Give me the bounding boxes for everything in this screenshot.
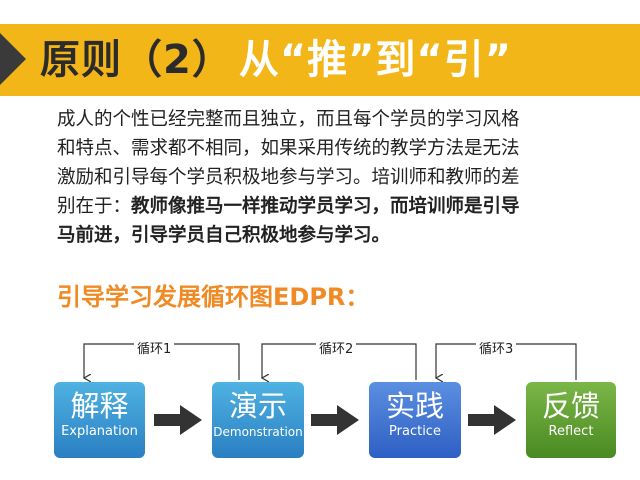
loop-label-3: 循环3 <box>476 338 517 357</box>
step-reflect-en: Reflect <box>548 424 594 439</box>
body-paragraph: 成人的个性已经完整而且独立，而且每个学员的学习风格 和特点、需求都不相同，如果采… <box>57 105 597 250</box>
step-demonstration-en: Demonstration <box>213 425 303 439</box>
loop-label-1: 循环1 <box>134 338 175 357</box>
arrow-right-icon <box>468 405 516 435</box>
body-line-5-bold: 马前进，引导学员自己积极地参与学习。 <box>57 225 391 246</box>
title-banner <box>0 24 640 96</box>
page-title: 原则（2）从“推”到“引” <box>40 33 512 87</box>
section-subtitle: 引导学习发展循环图EDPR： <box>57 283 370 311</box>
title-prefix: 原则（2） <box>40 37 233 83</box>
step-reflect-zh: 反馈 <box>541 389 600 423</box>
body-line-4: 别在于：教师像推马一样推动学员学习，而培训师是引导 <box>57 192 597 221</box>
title-highlight: 从“推”到“引” <box>238 37 512 83</box>
step-practice: 实践 Practice <box>369 382 461 458</box>
step-practice-en: Practice <box>389 424 441 439</box>
arrow-right-icon <box>154 405 202 435</box>
step-demonstration: 演示 Demonstration <box>212 382 304 458</box>
arrow-right-icon <box>311 405 359 435</box>
body-line-2: 和特点、需求都不相同，如果采用传统的教学方法是无法 <box>57 138 520 159</box>
step-demonstration-zh: 演示 <box>228 389 287 423</box>
triangle-right-icon <box>0 33 26 85</box>
step-explanation-zh: 解释 <box>70 389 129 423</box>
step-practice-zh: 实践 <box>385 389 444 423</box>
loop-label-2: 循环2 <box>316 338 357 357</box>
body-line-3: 激励和引导每个学员积极地参与学习。培训师和教师的差 <box>57 167 520 188</box>
step-explanation-en: Explanation <box>61 424 138 439</box>
body-line-1: 成人的个性已经完整而且独立，而且每个学员的学习风格 <box>57 109 520 130</box>
body-line-4-bold: 教师像推马一样推动学员学习，而培训师是引导 <box>131 196 520 217</box>
body-line-4-normal: 别在于： <box>57 196 132 217</box>
step-explanation: 解释 Explanation <box>54 382 145 458</box>
body-line-5: 马前进，引导学员自己积极地参与学习。 <box>57 221 597 250</box>
step-reflect: 反馈 Reflect <box>526 382 616 458</box>
